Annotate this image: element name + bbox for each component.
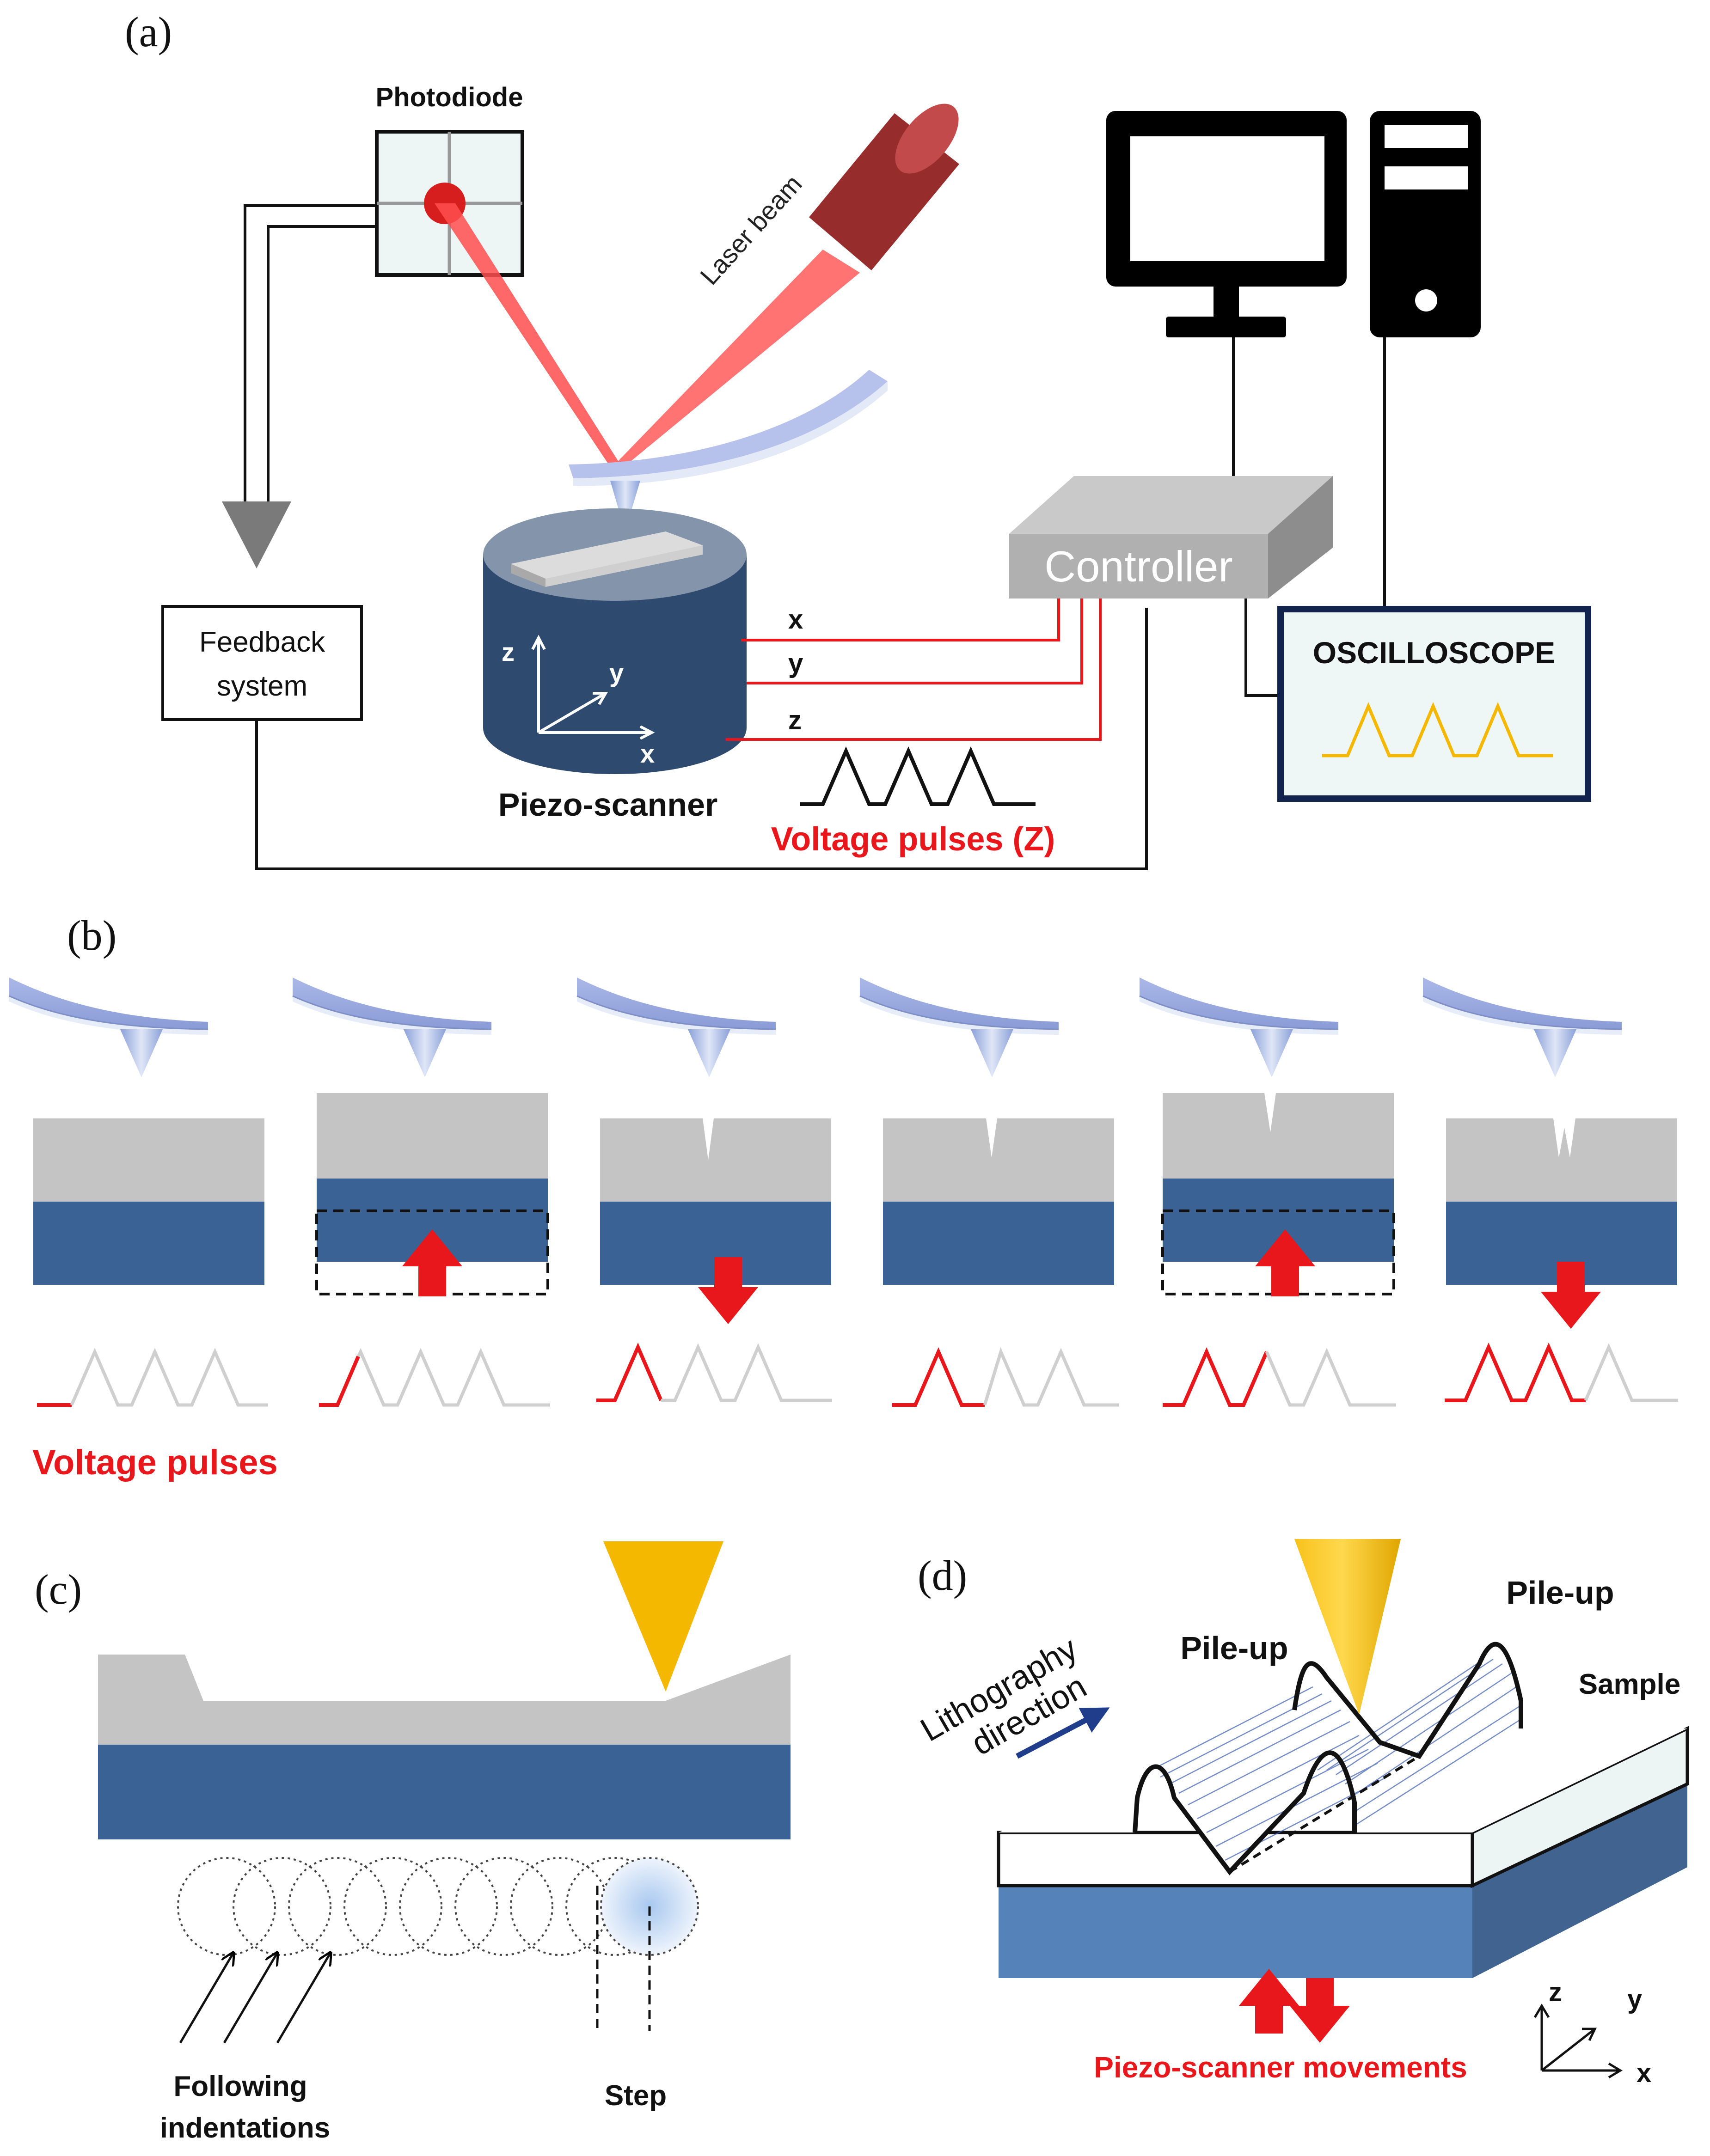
axis-y-label-d: y [1627, 1984, 1642, 2014]
step-label: Step [605, 2080, 667, 2112]
oscilloscope-screen [1277, 606, 1591, 802]
cantilever-stage-4 [859, 977, 1060, 1078]
voltage-pulses-label-b: Voltage pulses [32, 1443, 278, 1482]
afm-tip-a [610, 481, 640, 531]
cantilever-stage-2 [292, 977, 492, 1078]
scanner-axes [531, 635, 655, 740]
stage-2 [292, 977, 550, 1407]
cantilever-a [569, 370, 888, 531]
controller-oscilloscope-wire [1244, 599, 1281, 697]
controller-box [1009, 476, 1333, 599]
step-markers [596, 1886, 651, 2031]
pileup-right-label: Pile-up [1506, 1575, 1614, 1611]
down-arrow-stage-3 [698, 1257, 758, 1324]
up-arrow-stage-5 [1255, 1229, 1315, 1296]
feedback-label-2: system [217, 670, 307, 702]
lithography-direction-arrow [1016, 1707, 1110, 1759]
pulse-trace-stage-5 [1265, 1348, 1396, 1407]
sample-layer-stage-2 [317, 1093, 548, 1179]
front-profile [1133, 1750, 1357, 1875]
previous-position-stage-5 [1161, 1209, 1395, 1295]
feedback-loop-wire [255, 608, 1148, 870]
laser-beam-label: Laser beam [694, 169, 808, 290]
axis-y-label-a: y [609, 658, 624, 687]
trench-bottom-line [1229, 1755, 1420, 1873]
voltage-pulse-waveform-a [800, 746, 1036, 806]
axis-x-label-d: x [1636, 2058, 1651, 2088]
piezo-layer-stage-1 [33, 1202, 264, 1285]
sample-label-d: Sample [1579, 1668, 1681, 1700]
oscilloscope-label: OSCILLOSCOPE [1313, 635, 1555, 670]
cantilever-stage-5 [1139, 977, 1339, 1078]
laser-source [809, 104, 959, 270]
feedback-system-box [161, 605, 363, 721]
photodiode-label: Photodiode [376, 82, 523, 112]
pulse-trace-stage-2 [356, 1348, 550, 1407]
sample-block-d [997, 1644, 1689, 1978]
previous-position-stage-2 [315, 1209, 549, 1295]
piezo-scanner-cylinder [483, 508, 747, 774]
photodiode-feedback-wires [244, 204, 377, 501]
piezo-down-arrow-d [1290, 1978, 1350, 2043]
stage-5 [1139, 977, 1396, 1407]
photodiode [375, 130, 524, 277]
trench-hatching [1151, 1658, 1521, 1861]
wire-z-label: z [788, 705, 802, 735]
stage-1 [8, 977, 268, 1407]
pulse-trace-stage-4 [983, 1347, 1119, 1407]
stage-6 [1422, 977, 1678, 1402]
piezo-layer-stage-4 [883, 1202, 1114, 1285]
following-arrows [179, 1953, 331, 2044]
incident-laser-beam [615, 250, 860, 467]
stage-4 [859, 977, 1119, 1407]
piezo-scanner-label: Piezo-scanner [498, 787, 718, 823]
sample-layer-stage-1 [33, 1118, 264, 1202]
piezo-layer-c [98, 1745, 791, 1839]
axis-x-label-a: x [640, 739, 655, 768]
gold-tip-d [1294, 1539, 1401, 1715]
pulse-trace-stage-6 [1584, 1343, 1678, 1402]
sample-layer-stage-6 [1446, 1118, 1677, 1202]
wire-y-label: y [788, 648, 803, 678]
panel-label-c: (c) [35, 1566, 82, 1613]
oscilloscope-waveform [1322, 702, 1553, 757]
axis-z-label-a: z [502, 637, 515, 666]
stage-3 [576, 977, 832, 1402]
feedback-label-1: Feedback [199, 626, 325, 658]
voltage-pulses-z-label: Voltage pulses (Z) [771, 821, 1055, 858]
indentation-circles [177, 1857, 664, 1956]
piezo-movements-label: Piezo-scanner movements [1094, 2051, 1467, 2084]
pulse-trace-stage-3 [661, 1343, 832, 1402]
cantilever-stage-1 [8, 977, 209, 1078]
panel-label-d: (d) [918, 1552, 967, 1599]
feedback-arrow [222, 501, 291, 568]
axes-d [1533, 2003, 1623, 2079]
sample-layer-stage-3 [600, 1118, 831, 1202]
sample-layer-stage-5 [1163, 1093, 1394, 1179]
sample-layer-stage-4 [883, 1118, 1114, 1202]
cantilever-stage-6 [1422, 977, 1623, 1078]
sample-layer-c [98, 1655, 791, 1745]
controller-label: Controller [1044, 542, 1233, 591]
pileup-left-label: Pile-up [1180, 1630, 1288, 1666]
following-label-1: Following [173, 2070, 307, 2102]
monitor [1106, 111, 1347, 337]
panel-label-b: (b) [67, 912, 116, 959]
back-profile [1292, 1642, 1523, 1759]
piezo-up-arrow-d [1239, 1969, 1299, 2034]
gold-tip-c [603, 1541, 723, 1692]
wire-x-label: x [788, 605, 803, 635]
xyz-control-wires [726, 599, 1102, 741]
pulse-trace-stage-1 [70, 1348, 268, 1407]
cantilever-stage-3 [576, 977, 777, 1078]
up-arrow-stage-2 [402, 1229, 462, 1296]
panel-label-a: (a) [125, 8, 172, 55]
computer-tower [1370, 111, 1481, 337]
following-label-2: indentations [160, 2112, 331, 2144]
axis-z-label-d: z [1549, 1977, 1562, 2007]
reflected-laser-beam [435, 203, 622, 467]
down-arrow-stage-6 [1541, 1262, 1601, 1329]
